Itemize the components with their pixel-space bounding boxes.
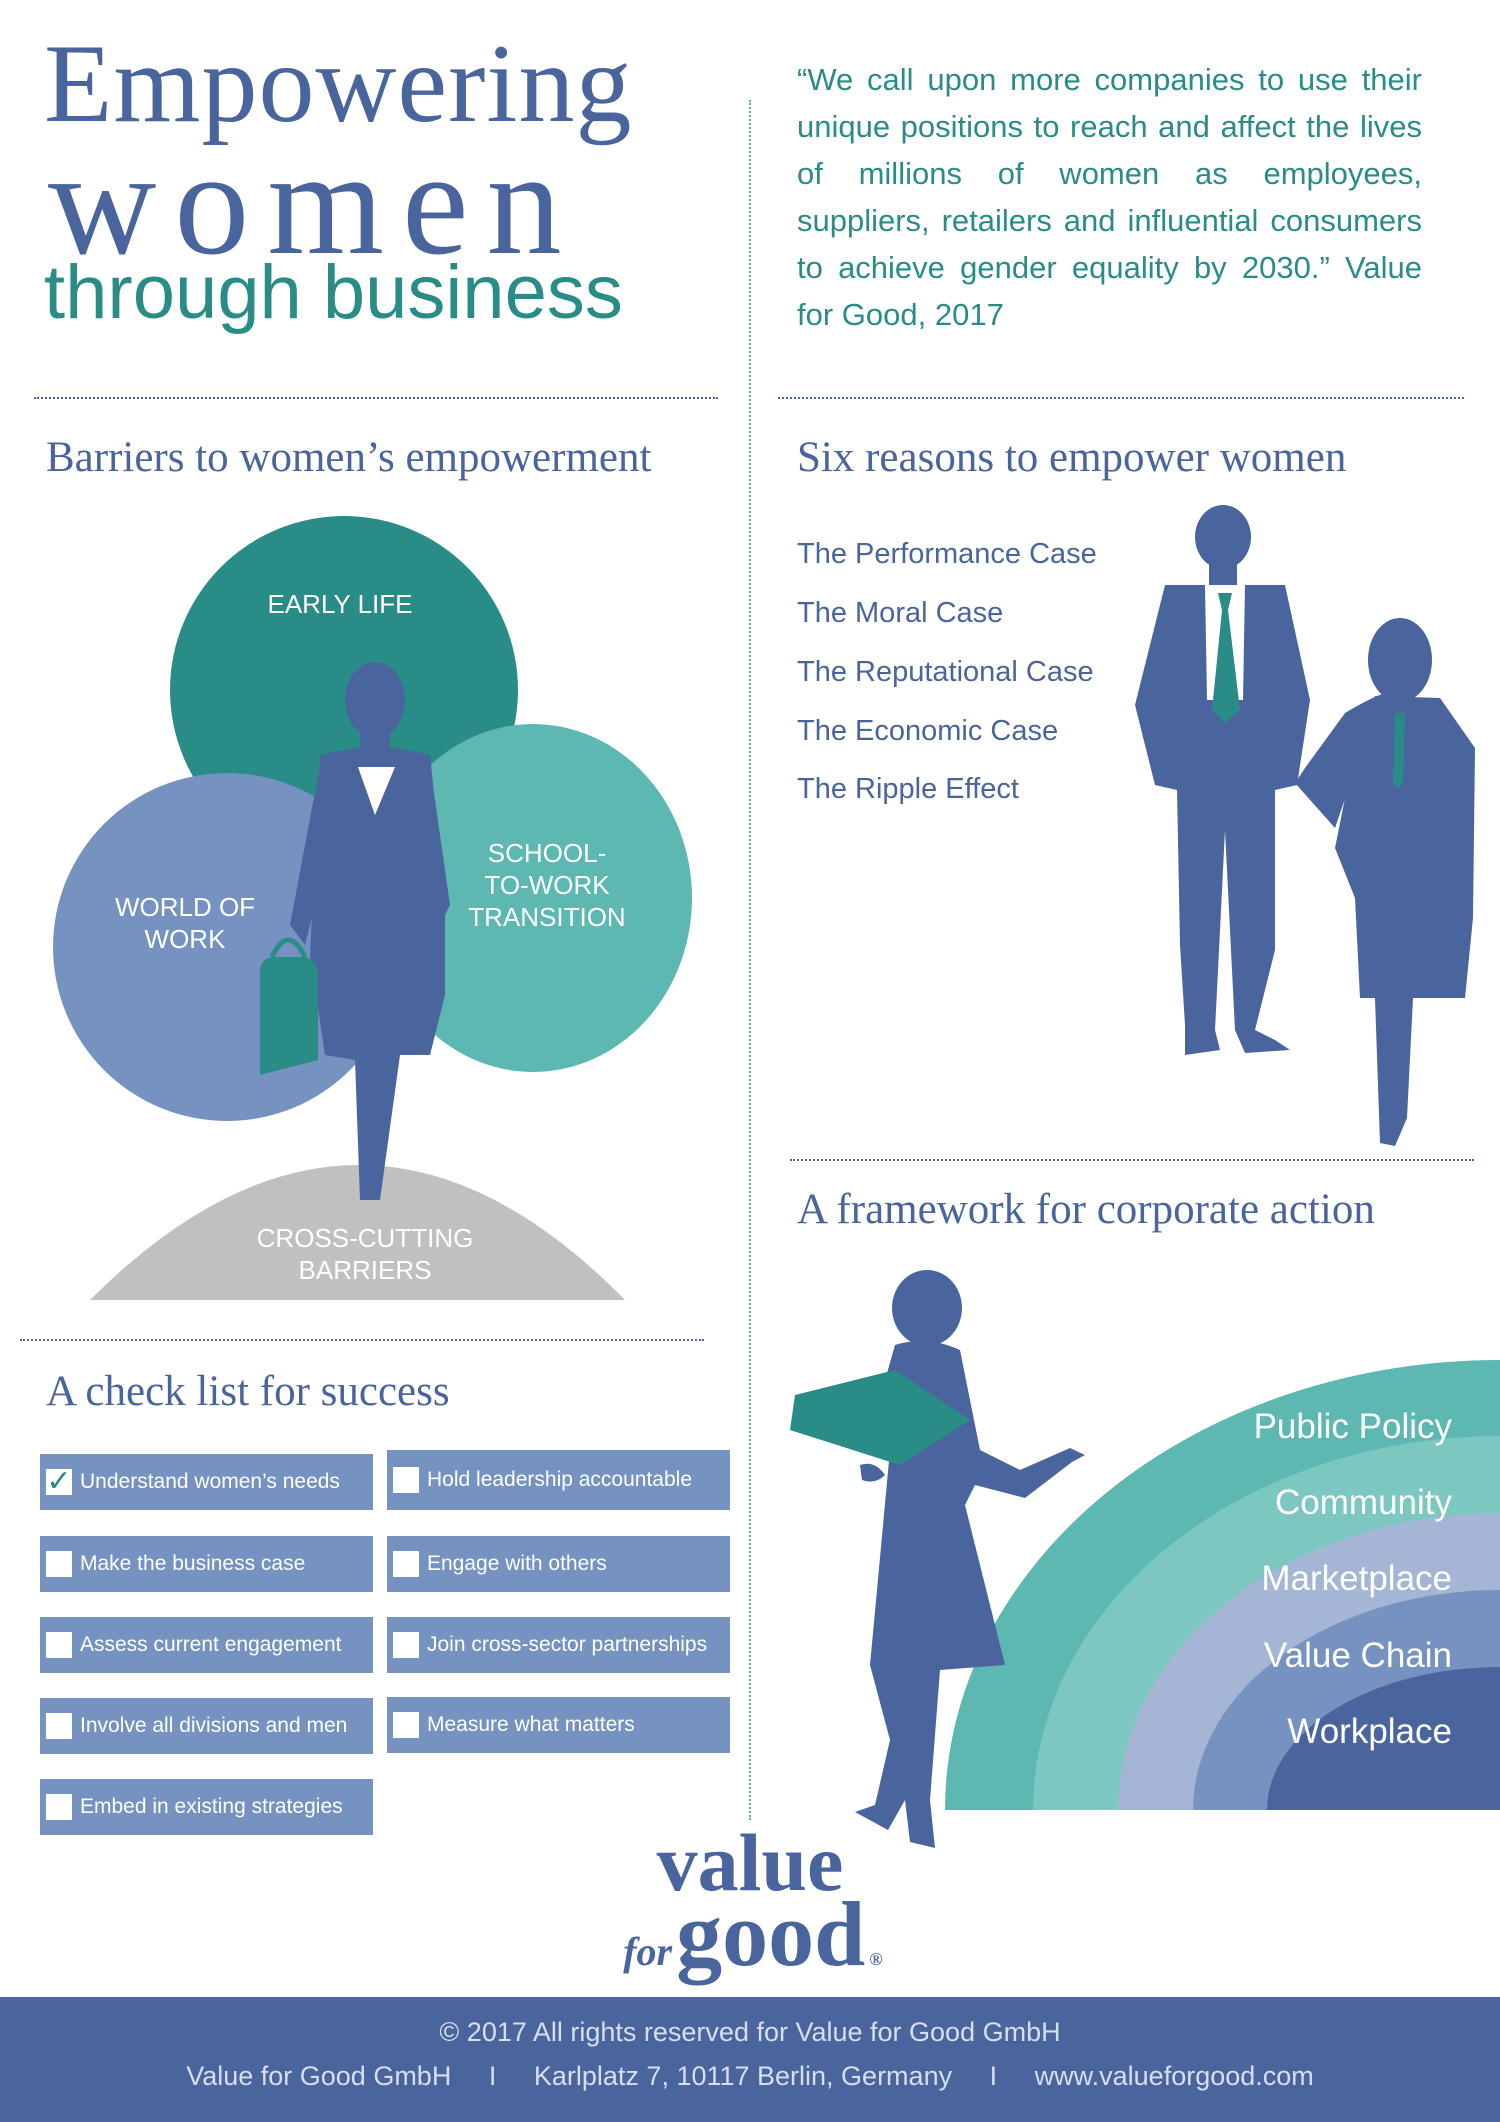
divider-right-top xyxy=(778,397,1464,399)
label-school-to-work-line1: SCHOOL- xyxy=(487,838,607,868)
checklist-item-label: Understand women’s needs xyxy=(80,1470,340,1493)
framework-level: Public Policy xyxy=(1253,1407,1452,1446)
label-school-to-work: SCHOOL- TO-WORK TRANSITION xyxy=(447,837,647,933)
logo-for: for xyxy=(623,1929,673,1974)
logo-value: value xyxy=(656,1817,844,1908)
checkbox[interactable] xyxy=(393,1712,419,1738)
framework-level: Value Chain xyxy=(1263,1636,1452,1675)
checkbox[interactable] xyxy=(393,1551,419,1577)
title-line-through-business: through business xyxy=(44,250,623,335)
checklist-item-label: Assess current engagement xyxy=(80,1633,342,1656)
checkbox[interactable] xyxy=(46,1632,72,1658)
label-world-of-work-line1: WORLD OF xyxy=(114,892,256,922)
checkbox[interactable] xyxy=(393,1467,419,1493)
reasons-title: Six reasons to empower women xyxy=(797,434,1347,481)
title-line-empowering: Empowering xyxy=(44,22,633,146)
checklist-item[interactable]: Hold leadership accountable xyxy=(387,1450,730,1510)
framework-level: Community xyxy=(1275,1483,1452,1522)
walking-woman-silhouette xyxy=(259,662,450,1200)
checklist-item-label: Engage with others xyxy=(427,1552,607,1575)
framework-rings xyxy=(945,1360,1500,1810)
footer: © 2017 All rights reserved for Value for… xyxy=(0,1997,1500,2122)
reason-item: The Ripple Effect xyxy=(797,773,1019,805)
label-world-of-work-line2: WORK xyxy=(144,924,226,954)
cross-cutting-dome xyxy=(90,1165,625,1300)
checklist-title: A check list for success xyxy=(46,1368,450,1415)
reason-item: The Reputational Case xyxy=(797,656,1094,688)
quote-text: “We call upon more companies to use thei… xyxy=(797,62,1422,332)
businessman-silhouette xyxy=(1135,505,1310,1055)
checklist-item-label: Join cross-sector partnerships xyxy=(427,1633,708,1656)
checklist-item-label: Hold leadership accountable xyxy=(427,1468,693,1491)
logo-registered-mark: ® xyxy=(869,1949,883,1969)
checkmark-icon: ✓ xyxy=(46,1465,72,1498)
label-world-of-work: WORLD OF WORK xyxy=(85,891,285,955)
businesswoman-silhouette xyxy=(1295,618,1475,1146)
framework-level: Workplace xyxy=(1287,1712,1452,1751)
checkbox[interactable] xyxy=(46,1551,72,1577)
title-line-women: women xyxy=(48,120,580,286)
label-early-life: EARLY LIFE xyxy=(267,589,413,619)
label-cross-cutting-line2: BARRIERS xyxy=(298,1255,432,1285)
checkbox-checked[interactable]: ✓ xyxy=(46,1465,72,1498)
checkbox[interactable] xyxy=(46,1794,72,1820)
footer-website-link[interactable]: www.valueforgood.com xyxy=(1034,2061,1314,2091)
checklist-item-label: Measure what matters xyxy=(427,1713,635,1736)
divider-left-bottom xyxy=(20,1339,704,1341)
reason-item: The Moral Case xyxy=(797,597,1004,629)
label-cross-cutting-line1: CROSS-CUTTING xyxy=(256,1223,474,1253)
vertical-divider xyxy=(749,100,751,1820)
checklist-item[interactable]: Measure what matters xyxy=(387,1697,730,1753)
label-cross-cutting: CROSS-CUTTING BARRIERS xyxy=(215,1222,515,1286)
checklist-item-label: Make the business case xyxy=(80,1552,306,1575)
checklist-item[interactable]: Join cross-sector partnerships xyxy=(387,1617,730,1673)
checklist-item-label: Involve all divisions and men xyxy=(80,1714,348,1737)
checklist-item[interactable]: Assess current engagement xyxy=(40,1617,373,1673)
framework-level: Marketplace xyxy=(1261,1559,1452,1598)
checkbox[interactable] xyxy=(46,1713,72,1739)
footer-separator: I xyxy=(989,2061,998,2091)
presenting-woman-silhouette xyxy=(790,1270,1085,1848)
logo-for-good: for good ® xyxy=(598,1888,908,1980)
divider-left-top xyxy=(34,397,718,399)
reason-item: The Performance Case xyxy=(797,538,1097,570)
label-school-to-work-line2: TO-WORK xyxy=(484,870,610,900)
footer-copyright: © 2017 All rights reserved for Value for… xyxy=(439,2017,1061,2047)
framework-title: A framework for corporate action xyxy=(797,1186,1375,1233)
checkbox[interactable] xyxy=(393,1632,419,1658)
reason-item: The Economic Case xyxy=(797,715,1059,747)
barriers-title: Barriers to women’s empowerment xyxy=(46,434,652,481)
label-school-to-work-line3: TRANSITION xyxy=(468,902,626,932)
logo-good: good xyxy=(676,1883,866,1985)
footer-address: Karlplatz 7, 10117 Berlin, Germany xyxy=(533,2061,953,2091)
checklist-item[interactable]: Engage with others xyxy=(387,1536,730,1592)
footer-company: Value for Good GmbH xyxy=(186,2061,452,2091)
checklist-item[interactable]: Make the business case xyxy=(40,1536,373,1592)
footer-contact: Value for Good GmbH I Karlplatz 7, 10117… xyxy=(0,2061,1500,2092)
checklist-item[interactable]: Involve all divisions and men xyxy=(40,1698,373,1754)
checklist-item[interactable]: ✓ Understand women’s needs xyxy=(40,1454,373,1510)
checklist-item[interactable]: Embed in existing strategies xyxy=(40,1779,373,1835)
checklist-item-label: Embed in existing strategies xyxy=(80,1795,343,1818)
divider-right-middle xyxy=(790,1159,1474,1161)
footer-separator: I xyxy=(488,2061,497,2091)
